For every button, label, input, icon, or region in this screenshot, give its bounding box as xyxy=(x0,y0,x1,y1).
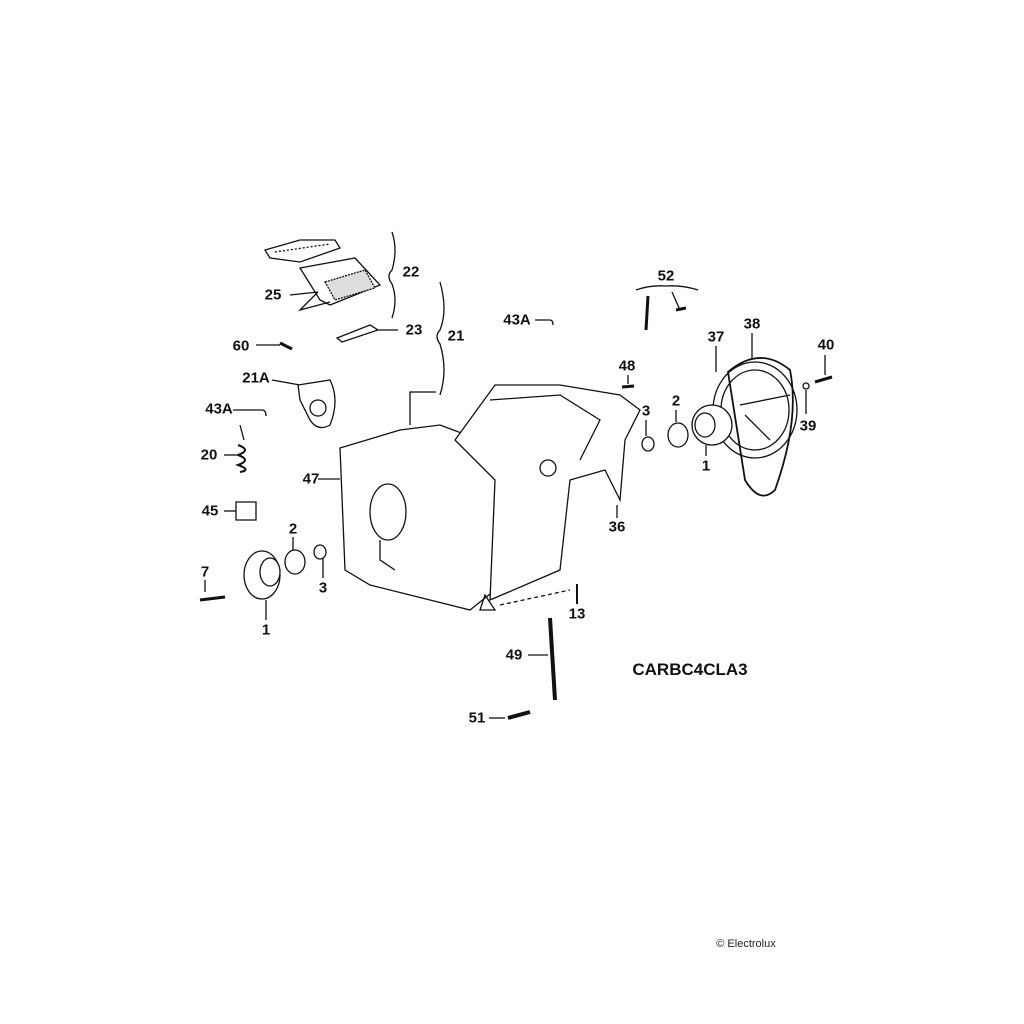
callout-22: 22 xyxy=(402,263,420,281)
callout-20: 20 xyxy=(200,446,218,464)
part-51-pin xyxy=(508,712,530,718)
callout-37: 37 xyxy=(707,328,725,346)
part-22-filter-cover xyxy=(265,240,380,305)
brace-22 xyxy=(389,232,395,318)
part-20-spring xyxy=(238,445,246,472)
callout-43a-left: 43A xyxy=(205,400,233,418)
callout-21: 21 xyxy=(447,327,465,345)
part-2-oring-right xyxy=(668,423,688,447)
callout-23: 23 xyxy=(405,321,423,339)
callout-45: 45 xyxy=(201,502,219,520)
part-60-screw xyxy=(280,343,292,349)
callout-47: 47 xyxy=(302,470,320,488)
copyright-notice: © Electrolux xyxy=(716,938,776,950)
part-7-bolt xyxy=(200,597,225,600)
callout-25: 25 xyxy=(264,286,282,304)
callout-51: 51 xyxy=(468,709,486,727)
callout-21a: 21A xyxy=(242,369,270,387)
callout-52: 52 xyxy=(657,267,675,285)
brace-21 xyxy=(437,282,444,395)
callout-3-left: 3 xyxy=(318,579,328,597)
callout-36: 36 xyxy=(608,518,626,536)
part-47-tub-front xyxy=(340,425,505,610)
part-52-bracket xyxy=(646,296,648,330)
part-38-belt xyxy=(728,358,793,496)
callout-49: 49 xyxy=(505,646,523,664)
callout-2-right: 2 xyxy=(671,392,681,410)
part-45 xyxy=(236,502,256,520)
callout-7: 7 xyxy=(200,563,210,581)
callout-1-left: 1 xyxy=(261,621,271,639)
callout-43a-top: 43A xyxy=(503,311,531,329)
part-3-seal-right xyxy=(642,437,654,451)
leader-25 xyxy=(290,292,330,310)
callout-38: 38 xyxy=(743,315,761,333)
callout-2-left: 2 xyxy=(288,520,298,538)
diagram-code: CARBC4CLA3 xyxy=(632,660,748,679)
callout-1-right: 1 xyxy=(701,457,711,475)
part-21a xyxy=(298,380,335,428)
part-36-tub-rear xyxy=(455,385,640,610)
callout-39: 39 xyxy=(799,417,817,435)
part-3-seal-left xyxy=(314,545,326,559)
part-1-bearing-housing-right xyxy=(692,405,732,445)
part-1-bearing-housing-left xyxy=(244,551,280,599)
callout-60: 60 xyxy=(232,337,250,355)
leader-21 xyxy=(410,392,436,425)
callout-40: 40 xyxy=(817,336,835,354)
callout-48: 48 xyxy=(618,357,636,375)
part-2-oring-left xyxy=(285,550,305,574)
callout-13: 13 xyxy=(568,605,586,623)
part-49-damper xyxy=(550,618,555,700)
callout-3-right: 3 xyxy=(641,402,651,420)
part-23 xyxy=(337,325,378,342)
